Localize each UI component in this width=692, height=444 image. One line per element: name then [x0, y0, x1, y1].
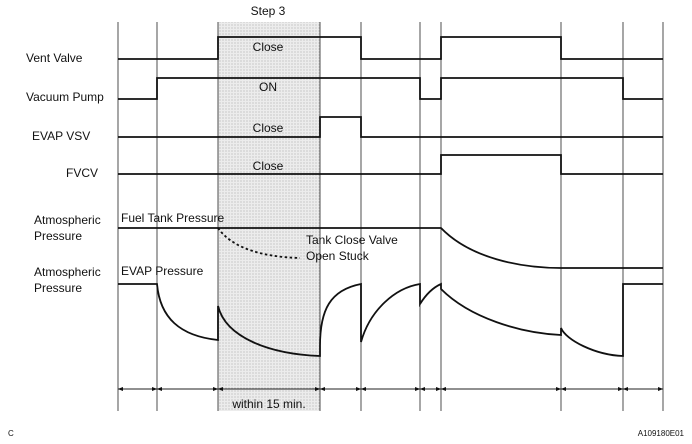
evap-vsv-label: EVAP VSV [32, 129, 90, 143]
vacuum-pump-state-label: ON [259, 80, 277, 94]
evap-pressure-label: EVAP Pressure [121, 264, 204, 278]
corner-label-c: C [8, 429, 14, 438]
fuel-tank-pressure-label: Fuel Tank Pressure [121, 211, 224, 225]
fuel-tank-atmospheric-label-1: Atmospheric [34, 213, 101, 227]
annotation-line-2: Open Stuck [306, 249, 370, 263]
vent-valve-label: Vent Valve [26, 51, 83, 65]
vacuum-pump-waveform [118, 77, 663, 100]
figure-id: A109180E01 [638, 429, 685, 438]
evap-atmospheric-label-2: Pressure [34, 281, 82, 295]
fuel-tank-pressure-waveform [118, 227, 663, 269]
step-label: Step 3 [251, 4, 286, 18]
fvcv-waveform [118, 154, 663, 175]
vacuum-pump-label: Vacuum Pump [26, 90, 104, 104]
evap-pressure-waveform [118, 282, 663, 357]
vent-valve-state-label: Close [253, 40, 284, 54]
vent-valve-waveform [118, 36, 663, 60]
evap-atmospheric-label-1: Atmospheric [34, 265, 101, 279]
evap-vsv-state-label: Close [253, 121, 284, 135]
open-stuck-dotted-curve [217, 227, 301, 259]
step3-shaded-region [218, 22, 320, 411]
evap-vsv-waveform [118, 116, 663, 138]
fvcv-state-label: Close [253, 159, 284, 173]
fuel-tank-atmospheric-label-2: Pressure [34, 229, 82, 243]
fvcv-label: FVCV [66, 166, 98, 180]
annotation-line-1: Tank Close Valve [306, 233, 398, 247]
duration-label: within 15 min. [231, 397, 305, 411]
